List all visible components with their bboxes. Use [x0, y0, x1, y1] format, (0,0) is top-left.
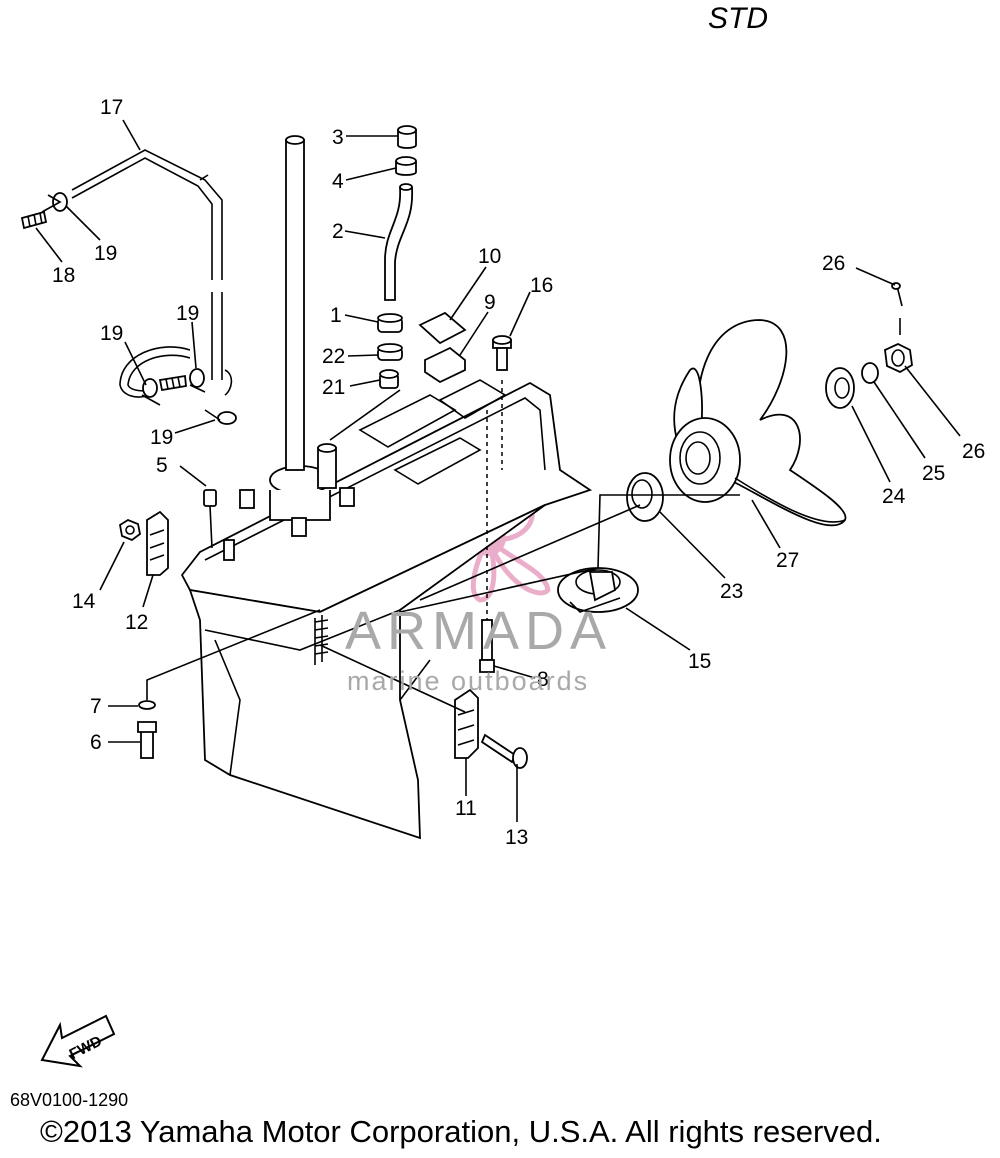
spacer-15	[557, 567, 639, 613]
callout-17: 17	[100, 96, 123, 119]
dowel-pin-5	[203, 489, 217, 507]
thrust-washer-22	[626, 472, 664, 522]
castle-nut-25	[884, 343, 913, 374]
bolt-8	[479, 619, 495, 673]
callout-15: 15	[688, 650, 711, 673]
washer-7	[138, 700, 156, 710]
bolt-13	[480, 733, 528, 769]
callout-21: 22	[322, 345, 345, 368]
plate-9	[424, 346, 466, 384]
diagram-code: 68V0100-1290	[10, 1090, 129, 1110]
cotter-pin-26	[891, 282, 903, 335]
propeller-27	[669, 319, 847, 527]
hose-clip-19-mid-right	[189, 368, 206, 393]
callout-12: 12	[125, 611, 148, 634]
callout-19-low: 19	[150, 426, 173, 449]
callout-23: 24	[882, 485, 906, 508]
water-tube	[384, 125, 417, 301]
washer-23	[825, 367, 855, 409]
callout-13: 13	[505, 826, 528, 849]
callout-11: 11	[455, 797, 477, 820]
callout-19-left: 19	[100, 322, 123, 345]
callout-24: 25	[922, 462, 945, 485]
callout-20: 21	[322, 376, 345, 399]
hose-17	[71, 149, 223, 380]
callout-10: 10	[478, 245, 501, 268]
hose-clip-19-top	[41, 192, 68, 213]
callout-26: 26	[822, 252, 845, 275]
callout-6: 6	[90, 731, 102, 754]
callout-25: 26	[962, 440, 985, 463]
forward-arrow-icon: FWD	[40, 1014, 116, 1068]
callout-16: 16	[530, 274, 553, 297]
bolt-6	[137, 721, 157, 759]
drive-shaft	[285, 135, 305, 471]
lower-casing	[180, 379, 593, 840]
hose-clip-19-low	[204, 409, 237, 425]
nozzle-18	[20, 210, 48, 230]
callout-1: 1	[330, 304, 342, 327]
callout-9: 9	[484, 291, 496, 314]
plate-10	[418, 311, 467, 345]
callout-14: 14	[72, 590, 96, 613]
callout-8: 8	[537, 668, 549, 691]
grommet-set	[377, 313, 403, 389]
bolt-16	[492, 335, 512, 371]
callout-3: 3	[332, 126, 344, 149]
nozzle-18-lower	[158, 374, 187, 392]
callout-22: 23	[720, 580, 743, 603]
hose-clip-19-mid-left	[141, 378, 161, 406]
callout-19-top: 19	[94, 242, 117, 265]
trim-tab-11	[454, 688, 479, 759]
copyright-notice: ©2013 Yamaha Motor Corporation, U.S.A. A…	[40, 1114, 882, 1149]
anode-12	[146, 510, 169, 576]
watermark-subtitle: marine outboards	[347, 666, 590, 696]
callout-18: 18	[52, 264, 75, 287]
washer-24	[861, 362, 879, 384]
callout-4: 4	[332, 170, 344, 193]
callout-labels: 3 4 2 1 22 21 10 9 16 17 19 18 19 19 19 …	[52, 96, 985, 849]
callout-7: 7	[90, 695, 102, 718]
callout-2: 2	[332, 220, 344, 243]
watermark-brand: ARMADA	[345, 601, 613, 661]
callout-27: 27	[776, 549, 799, 572]
leader-lines	[35, 119, 961, 822]
nut-14	[119, 518, 141, 542]
callout-19-right: 19	[176, 302, 199, 325]
callout-5: 5	[156, 454, 168, 477]
diagram-variant-label: STD	[708, 2, 768, 35]
